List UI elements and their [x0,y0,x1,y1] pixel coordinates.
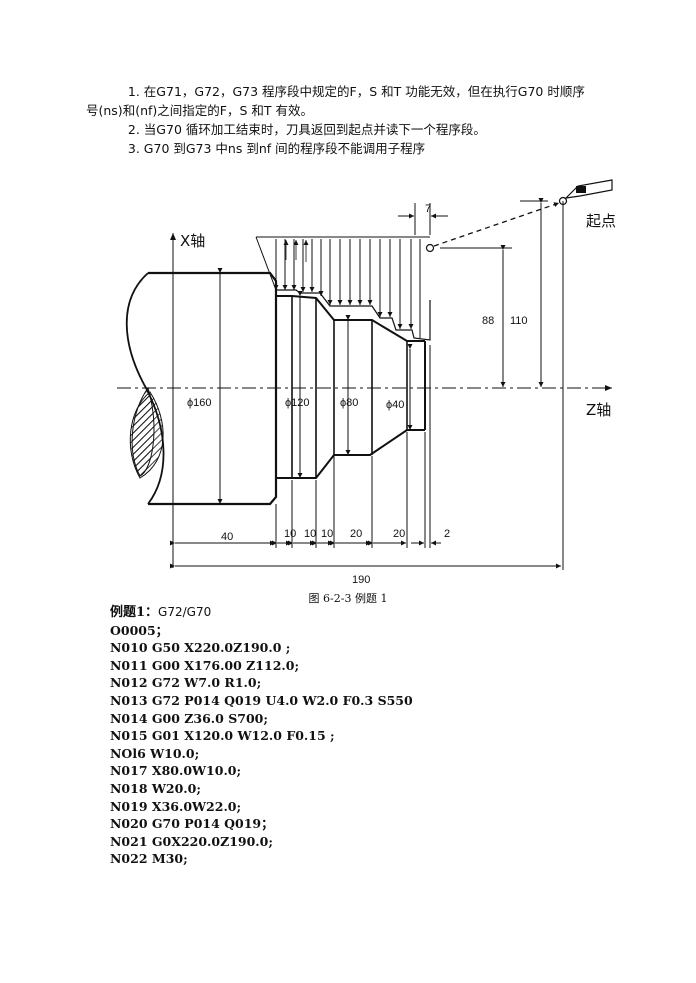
code-line: N015 G01 X120.0 W12.0 F0.15 ; [110,728,335,744]
code-line: N011 G00 X176.00 Z112.0; [110,657,300,673]
code-line: N018 W20.0; [110,780,201,796]
example-title: 例题1：G72/G70 [110,605,212,620]
note-1: 1. 在G71，G72，G73 程序段中规定的F，S 和T 功能无效，但在执行G… [127,84,585,99]
machining-figure: X轴 Z轴 [117,179,616,586]
dim-20a: 20 [350,528,362,540]
rapid-path [433,202,560,247]
dim-110: 110 [510,315,528,327]
dim-40: 40 [221,531,233,543]
dim-vertical-group [440,198,564,570]
diameter-dims [217,268,413,504]
dim-phi80: ϕ80 [340,397,358,409]
code-line: N020 G70 P014 Q019； [110,816,274,832]
dim-88: 88 [482,315,494,327]
note-3: 3. G70 到G73 中ns 到nf 间的程序段不能调用子程序 [127,141,426,156]
code-line: O0005； [110,622,169,638]
dim-7-group [398,203,448,235]
dim-10c: 10 [321,528,333,540]
dim-20b: 20 [393,528,405,540]
code-line: N010 G50 X220.0Z190.0 ; [110,640,291,656]
dim-10b: 10 [304,528,316,540]
cycle-point [425,243,435,253]
dim-2: 2 [444,528,450,540]
cut-entry [255,236,277,291]
code-line: N017 X80.0W10.0; [110,763,242,779]
section-hatch-2 [129,391,164,479]
dim-bottom-group [170,345,561,569]
start-point-label: 起点 [586,212,616,230]
code-line: N012 G72 W7.0 R1.0; [110,675,262,691]
dim-10a: 10 [284,528,296,540]
figure-caption: 图 6-2-3 例题 1 [308,592,388,605]
dim-7: 7 [425,203,431,215]
profile-lower [276,429,425,479]
dim-phi120: ϕ120 [285,397,310,409]
break-line [125,272,165,505]
code-line: NOl6 W10.0; [110,745,200,761]
code-line: N019 X36.0W22.0; [110,798,242,814]
workpiece-outline [148,271,278,506]
x-axis-label: X轴 [180,232,205,250]
code-line: N022 M30; [110,851,188,867]
notes-block: 1. 在G71，G72，G73 程序段中规定的F，S 和T 功能无效，但在执行G… [86,82,612,158]
code-line: N014 G00 Z36.0 S700; [110,710,268,726]
dim-phi160: ϕ160 [187,397,212,409]
z-axis-label: Z轴 [586,401,611,419]
dim-190: 190 [352,574,370,586]
tool-icon [564,179,613,199]
program-listing: 例题1：G72/G70 O0005； N010 G50 X220.0Z190.0… [110,604,413,868]
cut-passes [273,239,421,338]
note-1-cont: 号(ns)和(nf)之间指定的F，S 和T 有效。 [86,103,313,118]
dim-phi40: ϕ40 [386,399,404,411]
code-line: N021 G0X220.0Z190.0; [110,833,273,849]
code-line: N013 G72 P014 Q019 U4.0 W2.0 F0.3 S550 [110,692,413,708]
note-2: 2. 当G70 循环加工结束时，刀具返回到起点并读下一个程序段。 [127,122,486,137]
